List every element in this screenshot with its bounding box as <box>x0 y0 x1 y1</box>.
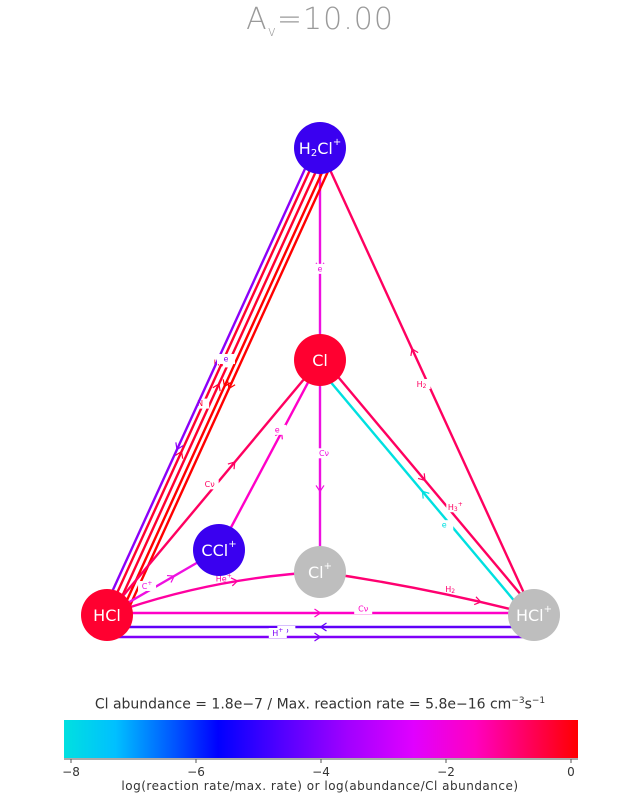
reaction-clp-hclp-label: H2 <box>445 585 455 595</box>
reaction-h2cl-hcl-e-label: e <box>224 354 229 363</box>
reaction-hclp-h2cl: H2 <box>318 147 536 616</box>
reaction-hcl-ccl-label: C+ <box>142 579 153 590</box>
colorbar-tick-label: −4 <box>312 765 330 779</box>
colorbar-tick-label: −2 <box>437 765 455 779</box>
reaction-hcl-hclp-h: H+ <box>107 627 534 642</box>
reaction-hcl-cl-label: Cν <box>205 480 216 489</box>
species-cl: Cl <box>294 334 346 386</box>
reaction-hcl-clp: He+ <box>106 570 321 617</box>
colorbar-axis: −8 −6 −4 −2 0 <box>62 758 578 779</box>
reaction-hcl-cl: Cν <box>106 359 321 616</box>
species-hclp-label: HCl+ <box>516 604 552 625</box>
reaction-hcl-h2cl-n: N <box>105 147 322 616</box>
reaction-hcl-hclp-c-label: Cν <box>358 605 369 614</box>
reaction-hclp-cl-label: e <box>442 521 447 530</box>
reaction-h2cl-hcl-2 <box>116 152 333 621</box>
reaction-ccl-cl: e <box>217 359 322 551</box>
colorbar-label: log(reaction rate/max. rate) or log(abun… <box>121 779 519 793</box>
species-ccl: CCl+ <box>193 524 245 576</box>
species-hclp: HCl+ <box>508 589 560 641</box>
reaction-cl-hclp: H3+ <box>321 357 538 614</box>
reaction-hcl-clp-label: He+ <box>216 572 232 583</box>
reaction-hcl-h2cl-n-label: N <box>197 399 203 408</box>
reaction-cl-clp-label: Cν <box>319 449 330 458</box>
colorbar-tick-label: −6 <box>187 765 205 779</box>
reaction-hcl-hclp-c: Cν <box>107 604 534 618</box>
colorbar-tick-label: 0 <box>567 765 575 779</box>
reaction-hclp-h2cl-label: H2 <box>417 379 427 389</box>
species-hcl: HCl <box>81 589 133 641</box>
species-h2cl-label: H2Cl+ <box>299 137 341 159</box>
reaction-hclp-hcl-nu: ν <box>107 622 534 636</box>
species-ccl-label: CCl+ <box>201 539 236 560</box>
reaction-ccl-cl-label: e <box>275 425 280 434</box>
species-h2cl: H2Cl+ <box>294 122 346 174</box>
species-clp-label: Cl+ <box>308 561 332 582</box>
reaction-clp-hclp: H2 <box>319 570 535 617</box>
colorbar-tick-label: −8 <box>62 765 80 779</box>
reaction-cl-clp: Cν <box>315 360 333 572</box>
diagram-title: Av=10.00 <box>246 2 394 40</box>
reaction-h2cl-hcl-e: e <box>101 145 317 614</box>
colorbar <box>64 720 578 758</box>
abundance-caption: Cl abundance = 1.8e−7 / Max. reaction ra… <box>94 696 546 713</box>
reaction-hclp-cl: e <box>314 363 531 620</box>
species-hcl-label: HCl <box>93 606 121 625</box>
reaction-hcl-hclp-h-label: H+ <box>272 627 283 638</box>
reaction-h2cl-cl: e <box>311 148 329 360</box>
reaction-cl-hclp-label: H3+ <box>448 501 463 513</box>
species-clp: Cl+ <box>294 546 346 598</box>
species-cl-label: Cl <box>312 351 328 370</box>
reaction-h2cl-cl-label: e <box>318 264 323 273</box>
